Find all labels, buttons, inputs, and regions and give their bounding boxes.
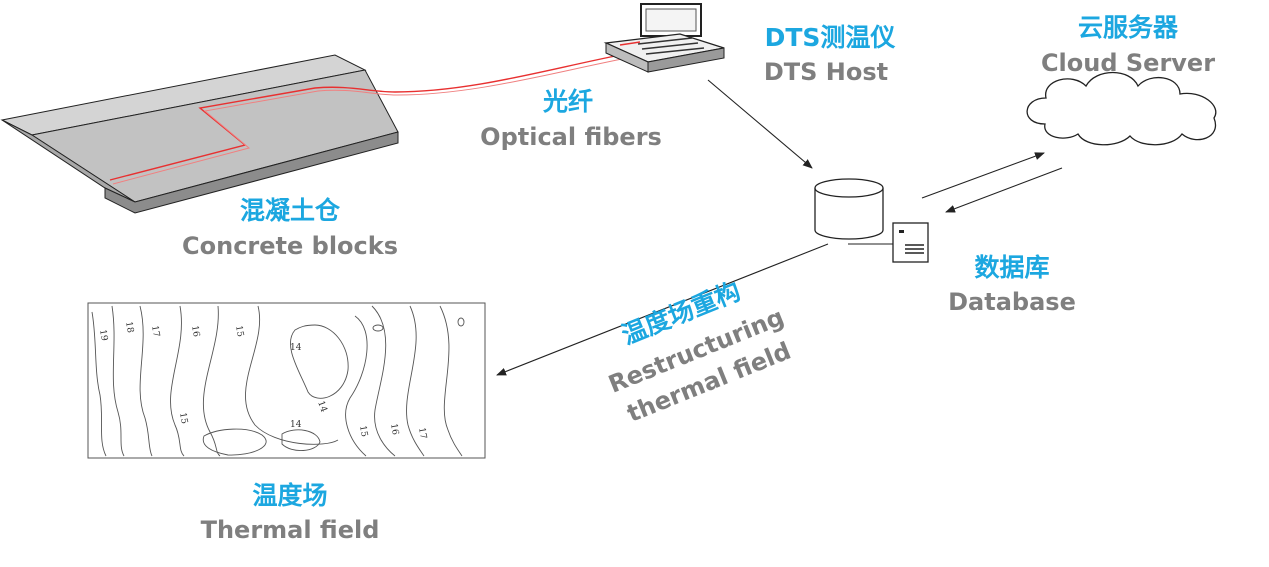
thermal-field-map: 19 18 17 16 15 14 14 14 15 15 16 17 [87, 302, 486, 459]
contour-label: 15 [357, 425, 369, 438]
dts-host-icon [603, 3, 725, 73]
cloud-icon [1026, 72, 1217, 146]
contour-label: 15 [177, 412, 189, 425]
concrete-label-en: Concrete blocks [182, 232, 398, 260]
contour-label: 18 [123, 321, 135, 334]
host-label-en: DTS Host [764, 58, 888, 86]
cloud-label-cn: 云服务器 [1078, 13, 1179, 42]
contour-label: 14 [290, 343, 302, 353]
arrow-cloud-to-database [945, 167, 1063, 213]
thermal-label-cn: 温度场 [252, 481, 327, 510]
contour-label: 17 [149, 325, 161, 338]
contour-label: 19 [97, 329, 109, 342]
fiber-label-cn: 光纤 [542, 87, 593, 116]
server-icon [892, 222, 929, 263]
database-label-cn: 数据库 [974, 253, 1049, 282]
concrete-block [0, 54, 399, 214]
cloud-label-en: Cloud Server [1041, 49, 1215, 77]
contour-label: 17 [416, 427, 428, 440]
arrow-host-to-database [707, 79, 813, 169]
contour-label: 15 [233, 325, 245, 338]
contour-label: 14 [290, 420, 302, 430]
thermal-label-en: Thermal field [201, 516, 380, 544]
arrow-database-to-cloud [921, 152, 1045, 199]
contour-label: 14 [315, 400, 328, 414]
database-icon [814, 178, 884, 240]
contour-label: 16 [388, 423, 400, 436]
host-label-cn: DTS测温仪 [765, 23, 897, 52]
arrow-database-to-thermal [496, 243, 829, 376]
database-label-en: Database [948, 288, 1076, 316]
concrete-label-cn: 混凝土仓 [240, 196, 341, 225]
contour-label: 16 [189, 325, 201, 338]
optical-fiber-line [109, 54, 623, 185]
fiber-label-en: Optical fibers [480, 123, 662, 151]
edge-label-restructure: 温度场重构 Restructuring thermal field [605, 276, 795, 427]
